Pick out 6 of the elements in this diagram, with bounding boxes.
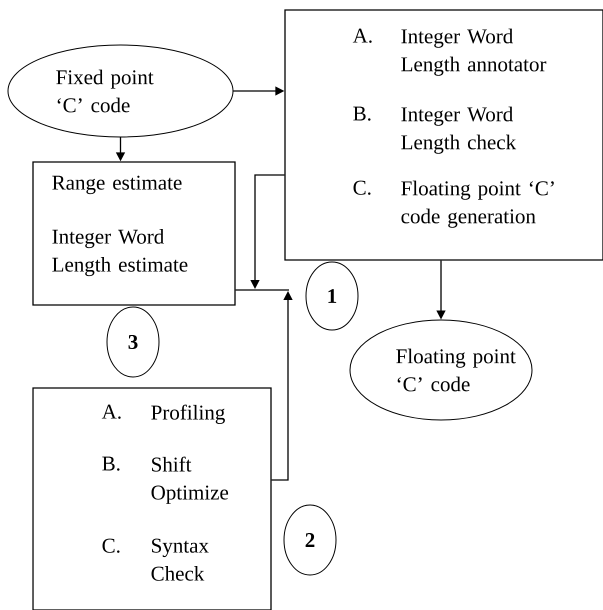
ellipse-node: Floating point ‘C’ code	[350, 320, 532, 420]
connector-line	[236, 289, 289, 291]
process-box: A. Integer Word Length annotator B. Integer Word Length check C. Floating point ‘C’ code generation	[284, 9, 603, 261]
ellipse-node: Fixed point ‘C’ code	[8, 44, 234, 138]
process-box: Range estimate Integer Word Length estimate	[32, 161, 236, 306]
process-box: A. Profiling B. Shift Optimize C. Syntax Check	[32, 387, 272, 610]
